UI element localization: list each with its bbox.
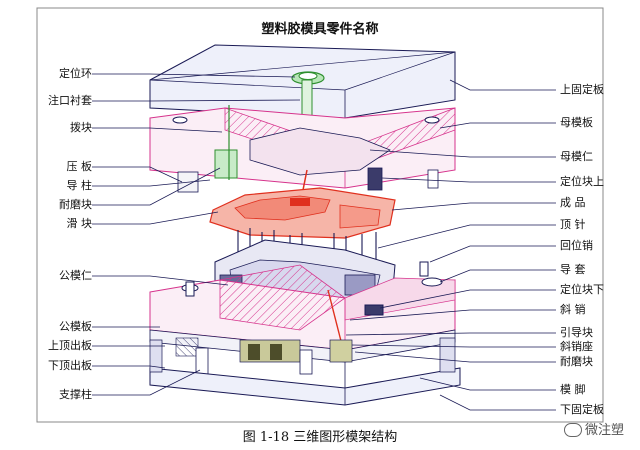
label-return-pin: 回位销 bbox=[560, 239, 593, 252]
label-slide: 滑 块 bbox=[66, 217, 93, 230]
leader-lines-right bbox=[345, 79, 556, 411]
slide-insert bbox=[214, 149, 238, 179]
label-sprue-bush: 注口衬套 bbox=[48, 94, 92, 107]
leader-lines-left bbox=[92, 73, 301, 396]
figure-caption: 图 1-18 三维图形模架结构 bbox=[242, 430, 398, 445]
label-core-insert: 公模仁 bbox=[59, 269, 92, 282]
label-shift-block: 拨块 bbox=[70, 121, 92, 134]
label-bottom-clamp-plate: 下固定板 bbox=[560, 403, 604, 416]
watermark-text: 微注塑 bbox=[584, 423, 624, 438]
label-angle-pin: 斜 销 bbox=[560, 303, 586, 316]
guide-bush bbox=[421, 277, 443, 287]
label-wear-plate-right: 耐磨块 bbox=[560, 355, 593, 368]
diagram-title: 塑料胶模具零件名称 bbox=[261, 22, 379, 37]
label-guide-bush: 导 套 bbox=[560, 263, 586, 276]
watermark: 微注塑 bbox=[563, 419, 624, 438]
label-locating-block-lower: 定位块下 bbox=[560, 283, 604, 296]
locating-block-upper bbox=[367, 167, 383, 191]
label-cavity-insert: 母模仁 bbox=[560, 150, 593, 163]
label-support-pillar: 支撑柱 bbox=[59, 388, 92, 401]
label-guide-block: 引导块 bbox=[560, 326, 593, 339]
cavity-insert bbox=[249, 127, 391, 176]
angle-pin bbox=[327, 289, 343, 346]
label-angle-pin-seat: 斜销座 bbox=[560, 340, 593, 353]
label-mold-leg: 模 脚 bbox=[560, 383, 586, 396]
mold-leg bbox=[149, 339, 163, 373]
label-product: 成 品 bbox=[560, 196, 586, 209]
label-pressure-plate: 压 板 bbox=[66, 160, 93, 173]
outer-border bbox=[36, 7, 604, 423]
label-ejector-plate-upper: 上顶出板 bbox=[48, 339, 92, 352]
wechat-icon bbox=[563, 422, 582, 437]
label-cavity-plate: 母模板 bbox=[560, 116, 593, 129]
label-ejector-pin: 顶 针 bbox=[560, 218, 586, 231]
locating-block-lower bbox=[364, 304, 384, 316]
label-top-clamp-plate: 上固定板 bbox=[560, 83, 604, 96]
label-locating-ring: 定位环 bbox=[59, 67, 92, 80]
label-wear-plate-left: 耐磨块 bbox=[59, 198, 92, 211]
support-pillar bbox=[195, 347, 209, 375]
label-locating-block-upper: 定位块上 bbox=[560, 175, 604, 188]
label-guide-pin: 导 柱 bbox=[66, 179, 93, 192]
label-core-plate: 公模板 bbox=[59, 320, 92, 333]
label-ejector-plate-lower: 下顶出板 bbox=[48, 359, 92, 372]
